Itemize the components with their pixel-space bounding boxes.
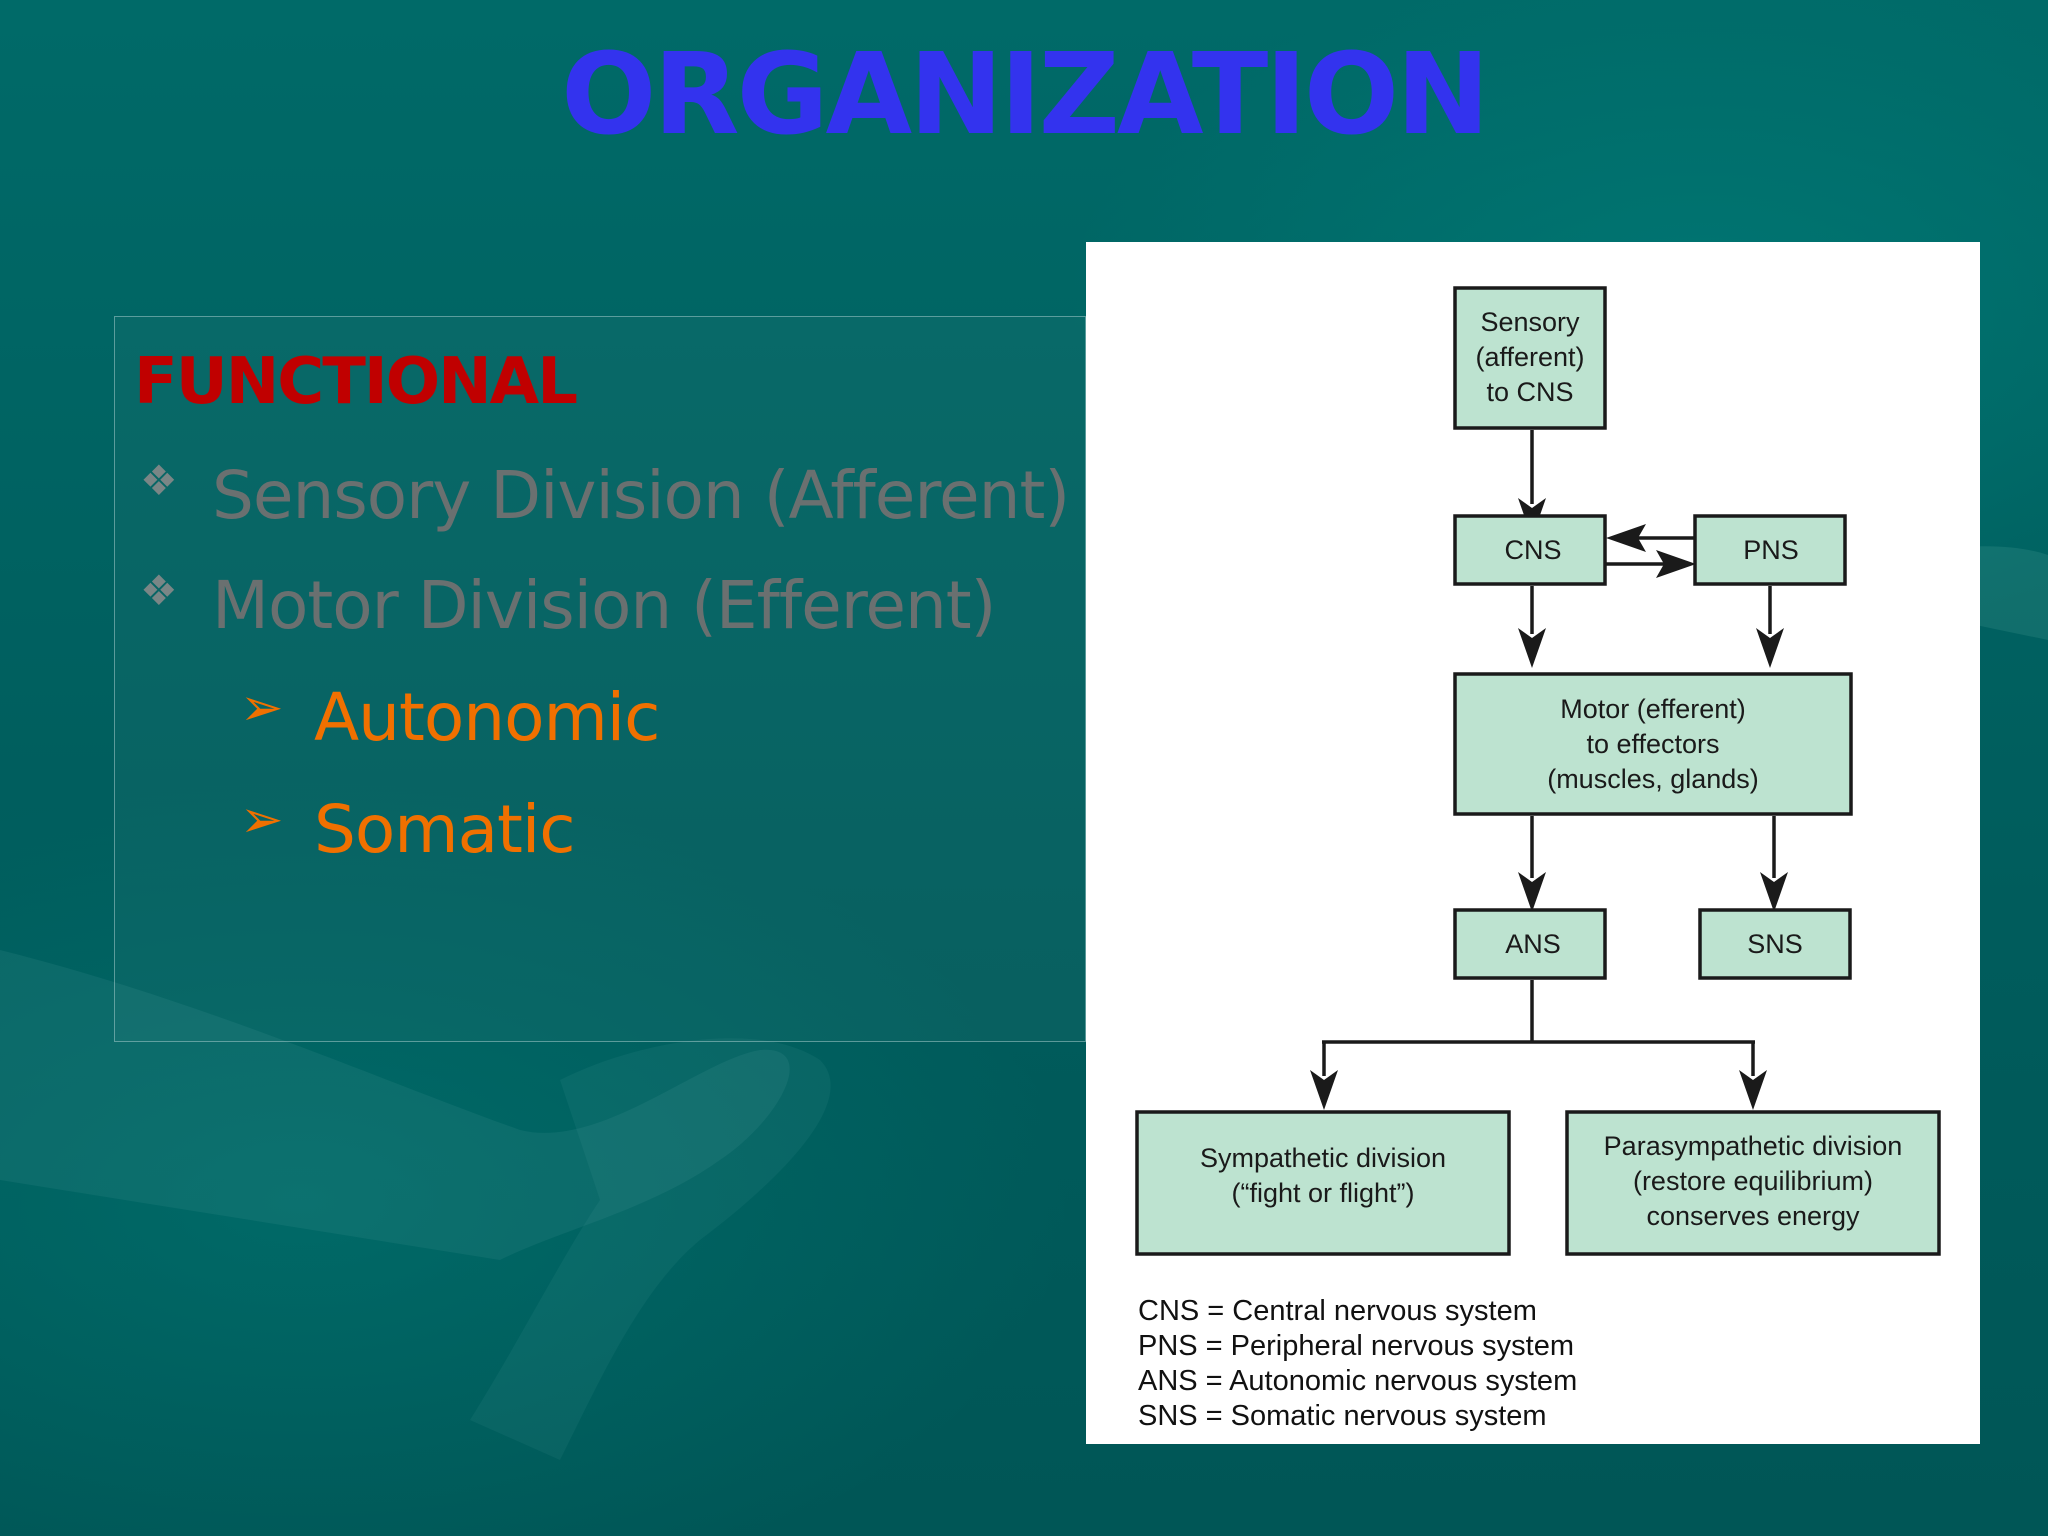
- legend-line: SNS = Somatic nervous system: [1138, 1400, 1547, 1432]
- sub-bullet-item: ➢ Autonomic: [240, 658, 660, 758]
- svg-text:(afferent): (afferent): [1475, 342, 1584, 372]
- svg-text:Sympathetic division: Sympathetic division: [1200, 1143, 1446, 1173]
- node-sympathetic: Sympathetic division (“fight or flight”): [1135, 1110, 1511, 1256]
- node-ans: ANS: [1453, 908, 1607, 980]
- edge-cns-motor: [1518, 586, 1546, 668]
- arrowhead-bullet-icon: ➢: [240, 679, 284, 737]
- svg-text:Sensory: Sensory: [1480, 307, 1580, 337]
- arrowhead-bullet-icon: ➢: [240, 791, 284, 849]
- diagram-legend: CNS = Central nervous system PNS = Perip…: [1138, 1295, 1577, 1432]
- svg-text:Parasympathetic division: Parasympathetic division: [1604, 1131, 1903, 1161]
- section-heading: FUNCTIONAL: [134, 345, 578, 419]
- svg-text:SNS: SNS: [1747, 929, 1803, 959]
- svg-text:CNS: CNS: [1504, 535, 1561, 565]
- bullet-text: Motor Division (Efferent): [212, 567, 996, 644]
- edge-pns-motor: [1756, 586, 1784, 668]
- text-panel: [114, 316, 1086, 1042]
- nervous-system-diagram: .edge { stroke: #1a1a1a; stroke-width: 3…: [1086, 242, 1980, 1444]
- node-cns: CNS: [1453, 514, 1607, 586]
- sub-bullet-text: Somatic: [314, 791, 576, 868]
- slide-title: ORGANIZATION: [561, 30, 1490, 160]
- diamond-bullet-icon: ❖: [140, 567, 178, 614]
- node-sensory: Sensory (afferent) to CNS: [1453, 286, 1607, 430]
- edge-motor-sns: [1760, 816, 1788, 912]
- legend-line: ANS = Autonomic nervous system: [1138, 1365, 1577, 1397]
- diamond-bullet-icon: ❖: [140, 457, 178, 504]
- svg-text:(“fight or flight”): (“fight or flight”): [1231, 1178, 1414, 1208]
- bullet-text: Sensory Division (Afferent): [212, 457, 1070, 534]
- node-sns: SNS: [1698, 908, 1852, 980]
- svg-text:Motor (efferent): Motor (efferent): [1560, 694, 1746, 724]
- diagram-canvas: .edge { stroke: #1a1a1a; stroke-width: 3…: [1135, 286, 1941, 1432]
- svg-text:to CNS: to CNS: [1486, 377, 1573, 407]
- edge-ans-divisions: [1310, 980, 1767, 1110]
- node-pns: PNS: [1693, 514, 1847, 586]
- svg-text:(muscles, glands): (muscles, glands): [1547, 764, 1759, 794]
- bullet-item: ❖ Sensory Division (Afferent): [140, 446, 1070, 546]
- node-motor: Motor (efferent) to effectors (muscles, …: [1453, 672, 1853, 816]
- edge-cns-pns: [1606, 550, 1696, 578]
- edge-pns-cns: [1606, 524, 1694, 552]
- legend-line: CNS = Central nervous system: [1138, 1295, 1537, 1327]
- svg-text:to effectors: to effectors: [1586, 729, 1719, 759]
- svg-text:ANS: ANS: [1505, 929, 1561, 959]
- sub-bullet-item: ➢ Somatic: [240, 770, 576, 870]
- svg-text:(restore equilibrium): (restore equilibrium): [1633, 1166, 1873, 1196]
- svg-text:conserves energy: conserves energy: [1646, 1201, 1860, 1231]
- sub-bullet-text: Autonomic: [314, 679, 660, 756]
- node-parasympathetic: Parasympathetic division (restore equili…: [1565, 1110, 1941, 1256]
- bullet-item: ❖ Motor Division (Efferent): [140, 556, 996, 656]
- legend-line: PNS = Peripheral nervous system: [1138, 1330, 1574, 1362]
- svg-text:PNS: PNS: [1743, 535, 1799, 565]
- edge-motor-ans: [1518, 816, 1546, 912]
